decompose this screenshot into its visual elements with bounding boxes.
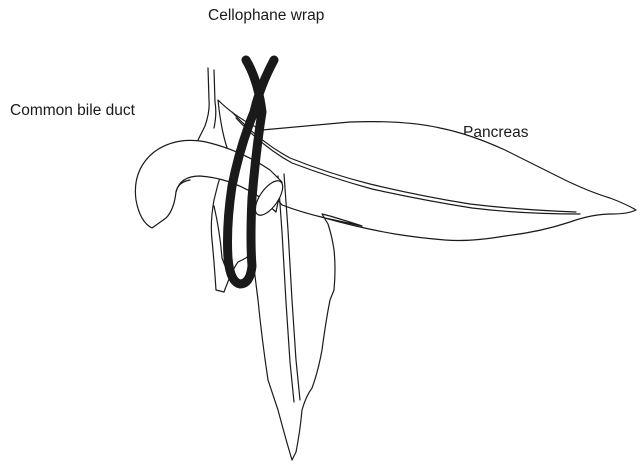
upper-duct	[198, 68, 216, 140]
